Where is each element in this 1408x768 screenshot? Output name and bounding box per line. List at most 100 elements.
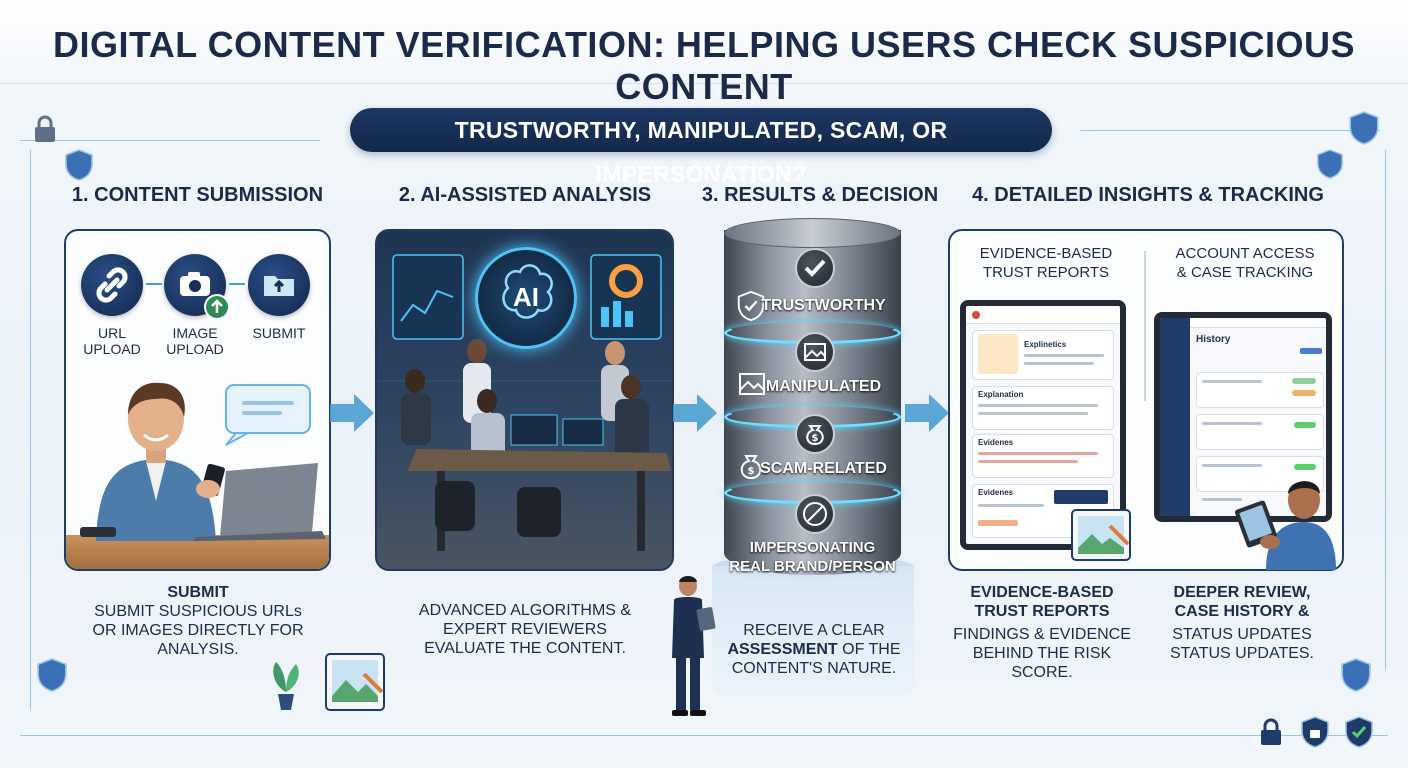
manipulated-label: MANIPULATED [765,378,882,395]
label-line: UPLOAD [166,341,224,357]
flow-arrow-icon [673,394,717,432]
report-heading: Explinetics [1024,340,1067,349]
caption-heading: DEEPER REVIEW, [1173,584,1311,601]
text-line [978,504,1044,507]
evidence-thumbnail [1054,490,1108,504]
subhead-line: & CASE TRACKING [1176,264,1314,281]
money-bag-icon: $ [806,425,824,446]
trust-report-screen: Explinetics Explanation Evidenes Evidene… [960,300,1126,550]
svg-text:$: $ [748,466,755,477]
image-frame-icon [1071,509,1131,561]
circuit-line [1385,150,1386,670]
image-upload-button[interactable] [164,254,230,320]
submit-label: SUBMIT [243,325,315,341]
history-topbar [1190,318,1326,328]
label-line: SUBMIT [252,325,306,341]
report-heading: Evidenes [978,438,1014,447]
caption-line: ASSESSMENT OF THE [722,640,906,659]
circuit-line [20,140,320,141]
label-line: IMAGE [172,325,218,341]
step-2-caption: ADVANCED ALGORITHMS & EXPERT REVIEWERS E… [395,601,655,658]
image-frame-icon [325,653,385,711]
panel-divider [1144,251,1146,401]
plant-icon [273,662,299,710]
text-line [978,404,1098,407]
caption-line: FINDINGS & EVIDENCE [953,626,1131,643]
shield-icon [1349,111,1379,145]
filter-button[interactable] [1300,348,1322,354]
fake-badge-icon [803,502,827,526]
risk-tag [978,520,1018,526]
ai-brain-badge: AI [475,247,577,349]
connector-arrow [229,283,245,285]
caption-line: RECEIVE A CLEAR [743,622,885,639]
connector-arrow [146,283,162,285]
text-line [1202,498,1242,501]
status-badge [1292,390,1316,396]
step-1-title: 1. CONTENT SUBMISSION [71,184,324,206]
text-line [978,412,1088,415]
caption-line: STATUS UPDATES. [1169,645,1314,662]
shield-check-icon [737,290,765,322]
text-line [1202,464,1262,467]
analysis-panel: AI [375,229,674,571]
money-bag-icon: $ [740,455,762,480]
caption-line: STATUS UPDATES [1172,626,1312,643]
analysts-office-illustration [377,254,672,551]
tracking-caption: DEEPER REVIEW, CASE HISTORY & STATUS UPD… [1154,583,1330,663]
image-icon [739,373,765,395]
caption-heading: SUBMIT [167,584,229,601]
caption-line: SUBMIT SUSPICIOUS URLs [94,603,302,620]
caption-line-rest: OF THE [837,641,901,658]
ai-label: AI [513,282,539,312]
caption-heading: TRUST REPORTS [974,603,1110,620]
tracking-subhead: ACCOUNT ACCESS & CASE TRACKING [1160,244,1330,282]
step-3-title: 3. RESULTS & DECISION [701,184,939,206]
url-upload-button[interactable] [81,254,143,316]
score-badge [978,334,1018,374]
subhead-line: EVIDENCE-BASED [979,245,1113,262]
caption-heading: CASE HISTORY & [1174,603,1310,620]
step-3-caption: RECEIVE A CLEAR ASSESSMENT OF THE CONTEN… [722,621,906,678]
flow-arrow-icon [330,394,374,432]
trustworthy-label: TRUSTWORTHY [761,297,886,314]
caption-line: OR IMAGES DIRECTLY FOR [92,622,304,639]
lock-icon [35,115,55,142]
folder-upload-icon [264,276,294,296]
caption-heading: EVIDENCE-BASED [970,584,1114,601]
url-upload-label: URL UPLOAD [76,325,148,357]
reviewer-figure-illustration [672,576,716,716]
case-row[interactable] [1196,456,1324,492]
text-line [978,452,1098,455]
report-heading: Evidenes [978,488,1014,497]
circuit-line [30,150,31,710]
report-heading: Explanation [978,390,1024,399]
history-sidebar [1160,318,1190,516]
circuit-line [1080,130,1380,131]
header-band [0,0,1408,84]
flow-arrow-icon [905,394,949,432]
manipulated-result [795,332,835,372]
history-title: History [1196,334,1231,345]
user-with-tablet-illustration [1234,481,1336,570]
image-icon [804,343,826,361]
caption-line: BEHIND THE RISK SCORE. [972,645,1112,681]
label-line: IMPERSONATING [749,539,876,556]
scam-related-label: SCAM-RELATED [760,460,887,477]
page-title: DIGITAL CONTENT VERIFICATION: HELPING US… [52,24,1356,107]
submit-button[interactable] [248,254,310,316]
impersonation-label: IMPERSONATING REAL BRAND/PERSON [724,538,901,576]
user-with-phone-illustration [80,382,326,541]
label-line: URL [97,325,126,341]
cylinder-top [724,218,901,248]
explanation-card [972,386,1114,430]
text-line [1024,354,1104,357]
text-line [1202,422,1262,425]
avatar [972,311,980,319]
caption-line: CONTENT'S NATURE. [731,660,897,677]
shield-check-icon [1345,716,1373,748]
case-row[interactable] [1196,414,1324,450]
shield-icon [1317,149,1343,179]
camera-icon [180,272,210,296]
scam-result: $ [795,414,835,454]
